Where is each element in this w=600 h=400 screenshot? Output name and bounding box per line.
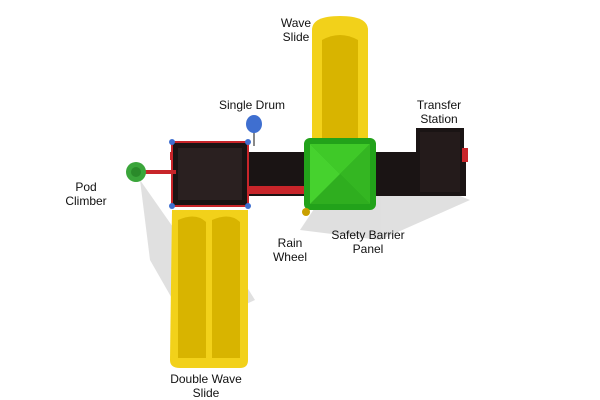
label-rain-wheel: Rain Wheel	[272, 236, 307, 264]
safety-barrier-panel-shape	[304, 138, 376, 210]
transfer-station-shape	[416, 128, 468, 196]
label-single-drum: Single Drum	[218, 98, 286, 112]
label-pod-climber: Pod Climber	[65, 180, 107, 208]
rain-wheel-shape	[302, 208, 310, 216]
label-wave-slide: Wave Slide	[280, 16, 312, 44]
double-wave-slide-shape	[170, 210, 248, 368]
wave-slide-shape	[312, 16, 368, 150]
label-safety-barrier-panel: Safety Barrier Panel	[331, 228, 405, 256]
label-double-wave-slide: Double Wave Slide	[170, 372, 242, 400]
pod-climber-shape	[126, 162, 176, 182]
label-transfer-station: Transfer Station	[416, 98, 462, 126]
single-drum-shape	[246, 115, 262, 146]
left-platform	[169, 139, 251, 209]
